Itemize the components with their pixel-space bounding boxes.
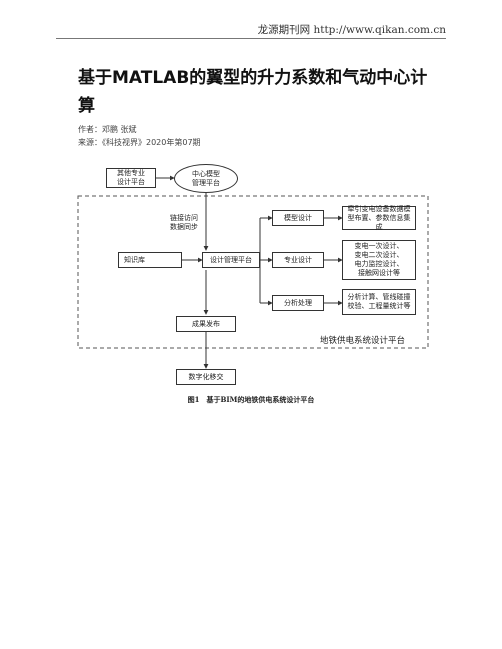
model-design-box: 模型设计	[272, 210, 324, 226]
professional-design-box: 专业设计	[272, 252, 324, 268]
analysis-processing-label: 分析处理	[284, 298, 312, 307]
other-design-platform-box: 其他专业 设计平台	[106, 168, 156, 188]
platform-label: 地铁供电系统设计平台	[320, 336, 406, 346]
diagram-connectors	[77, 175, 429, 369]
design-management-label: 设计管理平台	[210, 255, 252, 264]
other-design-platform-label: 其他专业 设计平台	[117, 169, 145, 186]
analysis-processing-box: 分析处理	[272, 295, 324, 311]
figure-caption: 图1 基于BIM的地铁供电系统设计平台	[187, 395, 315, 404]
model-design-desc-label: 牵引变电设备数据模型布置、参数信息集成	[347, 204, 411, 231]
knowledge-base-label: 知识库	[124, 255, 145, 264]
digital-delivery-label: 数字化移交	[188, 372, 224, 381]
platform-region	[77, 195, 429, 349]
article-title: 基于MATLAB的翼型的升力系数和气动中心计算	[78, 68, 428, 116]
design-management-box: 设计管理平台	[202, 252, 260, 268]
knowledge-base-box: 知识库	[118, 252, 182, 268]
author-line: 作者：邓鹏 张斌	[78, 125, 137, 134]
link-sync-label: 链接访问 数据同步	[170, 214, 198, 231]
analysis-desc-box: 分析计算、管线碰撞校验、工程量统计等	[342, 289, 416, 315]
model-design-desc-box: 牵引变电设备数据模型布置、参数信息集成	[342, 204, 416, 231]
bim-platform-figure: 其他专业 设计平台 中心模型 管理平台 链接访问 数据同步 知识库 设计管理平台…	[72, 156, 432, 396]
model-design-label: 模型设计	[284, 213, 312, 222]
header-rule	[56, 38, 446, 39]
central-model-platform-label: 中心模型 管理平台	[192, 169, 220, 187]
central-model-platform-node: 中心模型 管理平台	[174, 164, 238, 193]
professional-design-desc-box: 变电一次设计、 变电二次设计、 电力监控设计、 接触网设计等	[342, 240, 416, 280]
analysis-desc-label: 分析计算、管线碰撞校验、工程量统计等	[347, 293, 411, 310]
source-line: 来源：《科技视界》2020年第07期	[78, 138, 201, 147]
professional-design-label: 专业设计	[284, 255, 312, 264]
header-link[interactable]: 龙源期刊网 http://www.qikan.com.cn	[257, 24, 446, 36]
digital-delivery-box: 数字化移交	[176, 369, 236, 385]
results-release-box: 成果发布	[176, 316, 236, 332]
results-release-label: 成果发布	[192, 319, 220, 328]
professional-design-desc-label: 变电一次设计、 变电二次设计、 电力监控设计、 接触网设计等	[354, 242, 404, 277]
